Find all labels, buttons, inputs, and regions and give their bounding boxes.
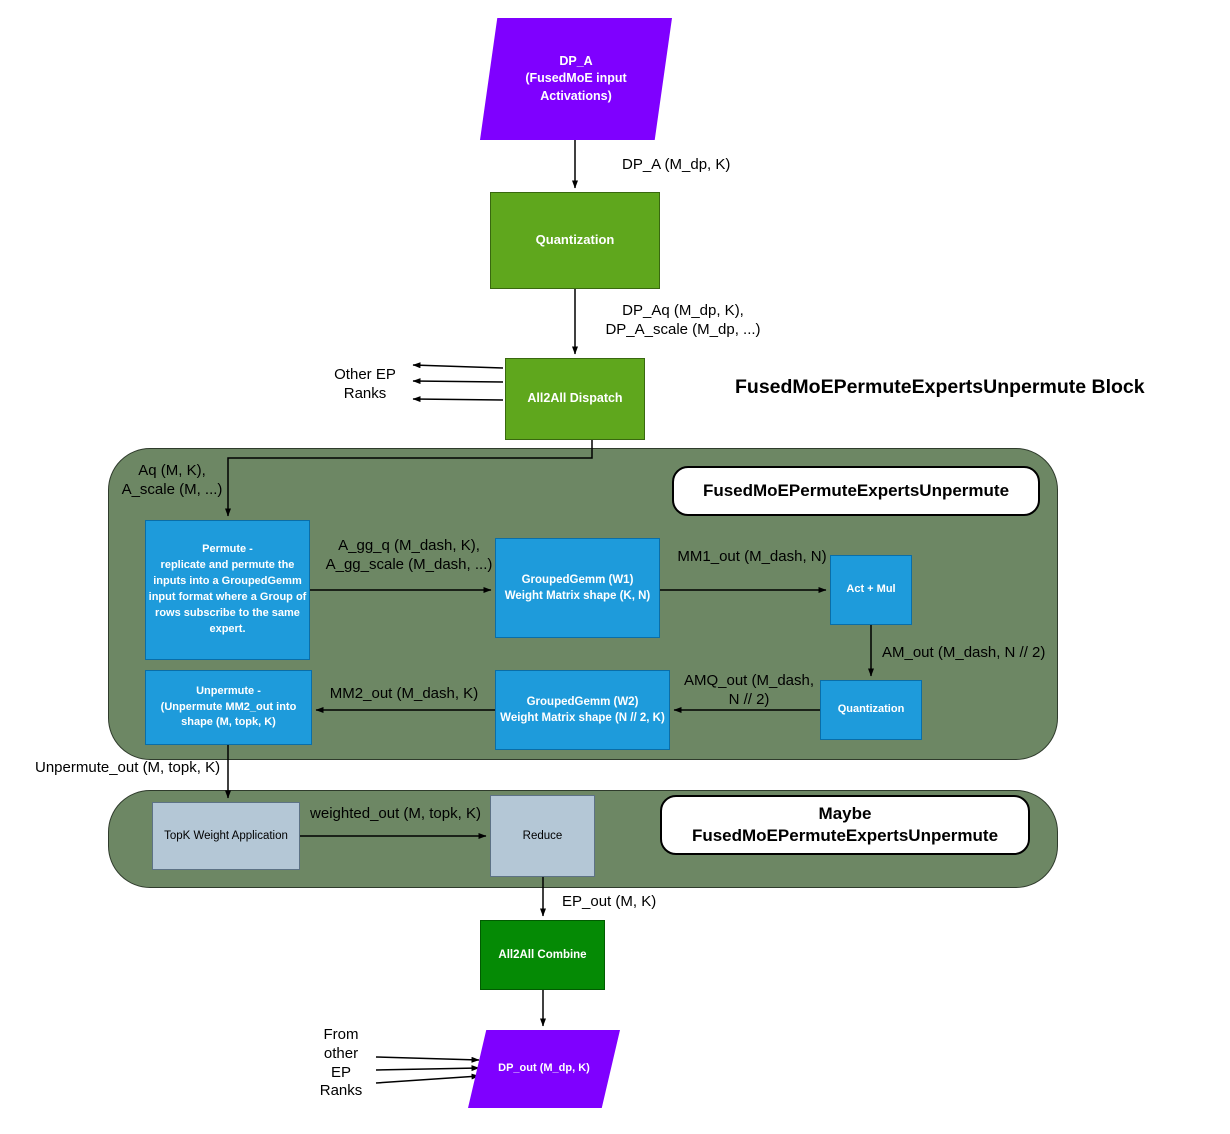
edge-label-mm2-out: MM2_out (M_dash, K) [329,685,479,702]
arrow-from-other-ep-1 [375,1056,480,1063]
node-dp-out: DP_out (M_dp, K) [468,1030,620,1108]
edge-label-dp-aq: DP_Aq (M_dp, K), DP_A_scale (M_dp, ...) [605,302,761,338]
edge-label-amq-out: AMQ_out (M_dash, N // 2) [683,672,815,708]
edge-label-weighted-out: weighted_out (M, topk, K) [310,805,481,822]
node-grouped-gemm-w1: GroupedGemm (W1) Weight Matrix shape (K,… [495,538,660,638]
node-topk-weight-application: TopK Weight Application [152,802,300,870]
node-permute: Permute - replicate and permute the inpu… [145,520,310,660]
label-from-other-ep-ranks: From other EP Ranks [319,1026,363,1100]
node-dp-a: DP_A (FusedMoE input Activations) [480,18,672,140]
node-reduce: Reduce [490,795,595,877]
node-grouped-gemm-w2: GroupedGemm (W2) Weight Matrix shape (N … [495,670,670,750]
edge-label-aq: Aq (M, K), A_scale (M, ...) [121,462,223,498]
page-title: FusedMoEPermuteExpertsUnpermute Block [735,376,1145,398]
arrow-dispatch-to-other-ep-3 [412,396,504,403]
arrow-from-other-ep-3 [375,1073,480,1084]
arrow-dispatch-to-other-ep-2 [412,378,504,385]
node-quantization-inner: Quantization [820,680,922,740]
node-all2all-combine: All2All Combine [480,920,605,990]
node-all2all-dispatch: All2All Dispatch [505,358,645,440]
edge-label-dp-a: DP_A (M_dp, K) [622,156,731,173]
edge-label-a-gg: A_gg_q (M_dash, K), A_gg_scale (M_dash, … [325,537,493,573]
node-act-mul: Act + Mul [830,555,912,625]
maybe-block-label: Maybe FusedMoEPermuteExpertsUnpermute [660,795,1030,855]
fused-block-label: FusedMoEPermuteExpertsUnpermute [672,466,1040,516]
arrow-dispatch-to-other-ep-1 [412,362,504,369]
edge-label-am-out: AM_out (M_dash, N // 2) [882,644,1046,661]
node-quantization-top: Quantization [490,192,660,289]
arrow-from-other-ep-2 [375,1065,480,1072]
edge-label-mm1-out: MM1_out (M_dash, N) [677,548,827,565]
edge-label-unpermute-out: Unpermute_out (M, topk, K) [35,759,221,776]
edge-label-ep-out: EP_out (M, K) [562,893,657,910]
node-unpermute: Unpermute - (Unpermute MM2_out into shap… [145,670,312,745]
label-other-ep-ranks: Other EP Ranks [334,366,396,402]
